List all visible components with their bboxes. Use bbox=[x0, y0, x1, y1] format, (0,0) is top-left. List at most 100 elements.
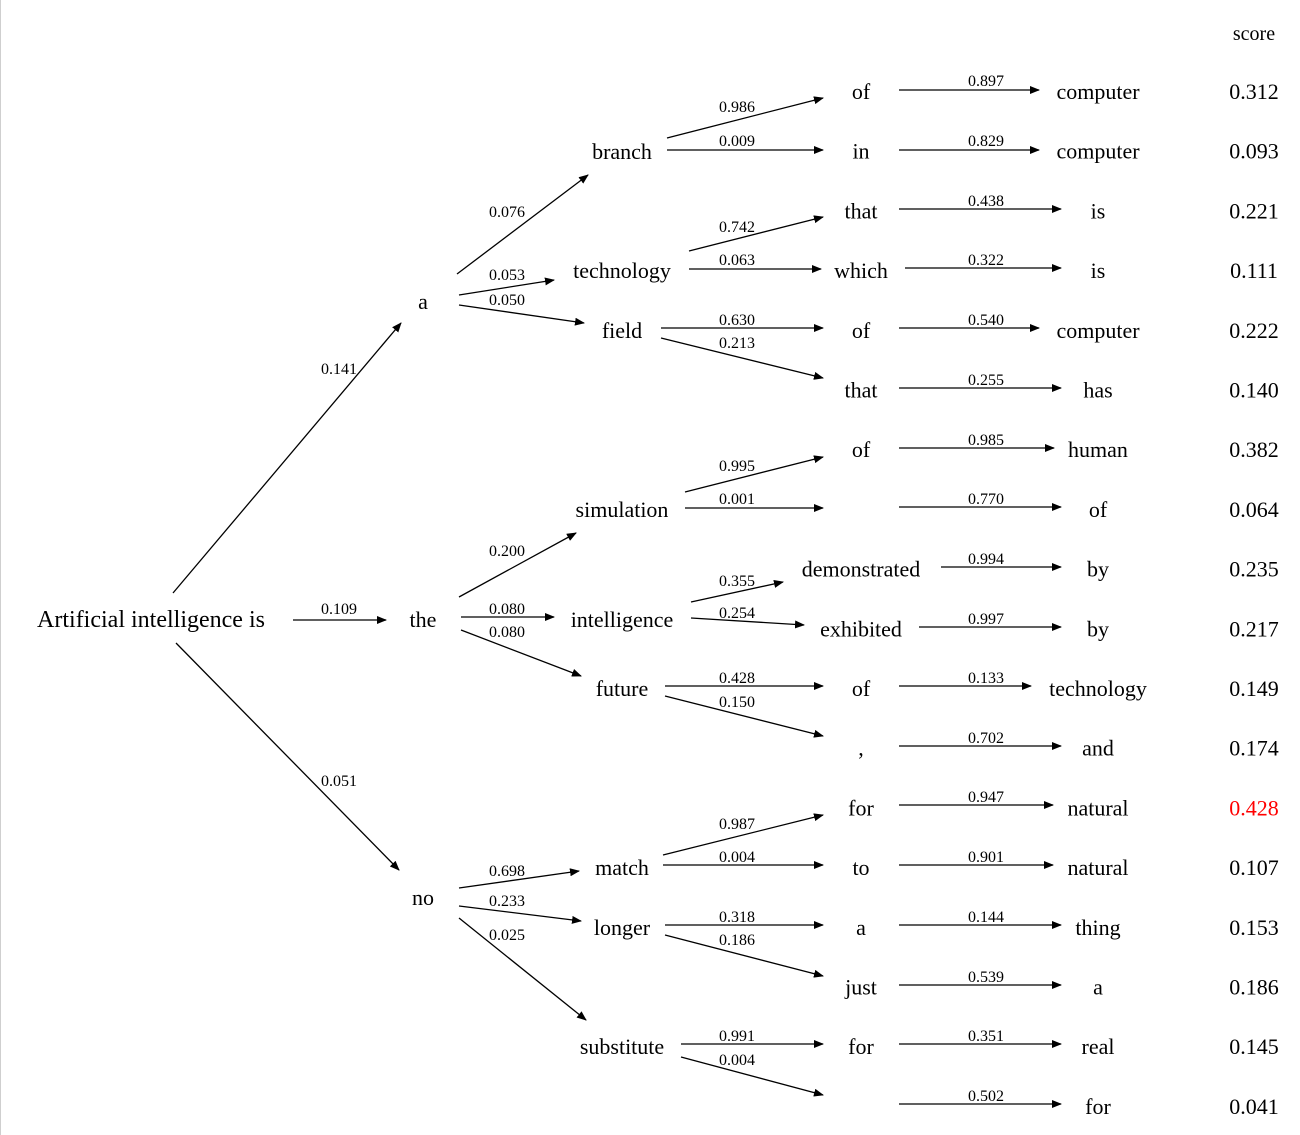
level4-edge-prob-label: 0.994 bbox=[968, 551, 1004, 568]
level3-edge-arrow bbox=[664, 695, 824, 738]
level3-edge-arrow bbox=[690, 617, 805, 629]
level2-node: intelligence bbox=[571, 607, 674, 632]
score-column-header: score bbox=[1233, 23, 1275, 45]
level3-node: of bbox=[852, 318, 871, 343]
level2-edge-arrow bbox=[458, 532, 577, 598]
sequence-score: 0.235 bbox=[1229, 557, 1279, 582]
level3-edge-prob-label: 0.630 bbox=[719, 312, 755, 329]
level1-node: no bbox=[412, 885, 434, 910]
level2-edge-arrow bbox=[458, 905, 582, 924]
level4-edge-prob-label: 0.322 bbox=[968, 252, 1004, 269]
level4-node: technology bbox=[1049, 676, 1147, 701]
level1-node: the bbox=[410, 607, 437, 632]
level4-node: natural bbox=[1067, 795, 1128, 820]
level3-edge-arrow bbox=[660, 337, 824, 380]
level3-node: which bbox=[834, 258, 888, 283]
level3-node: to bbox=[852, 855, 869, 880]
level2-node: simulation bbox=[576, 497, 669, 522]
level3-edge-arrow bbox=[690, 580, 784, 603]
level4-node: is bbox=[1091, 258, 1106, 283]
sequence-score: 0.041 bbox=[1229, 1094, 1279, 1119]
level4-edge-prob-label: 0.540 bbox=[968, 312, 1004, 329]
sequence-score: 0.217 bbox=[1229, 616, 1279, 641]
level2-edge-arrow bbox=[456, 174, 589, 275]
level3-edge-arrow bbox=[662, 813, 824, 856]
level4-edge-prob-label: 0.702 bbox=[968, 730, 1004, 747]
sequence-score: 0.174 bbox=[1229, 736, 1279, 761]
level4-node: has bbox=[1083, 378, 1112, 403]
sequence-score: 0.064 bbox=[1229, 497, 1279, 522]
level2-node: future bbox=[596, 676, 649, 701]
level4-node: and bbox=[1082, 736, 1114, 761]
level3-edge-prob-label: 0.004 bbox=[719, 1052, 755, 1069]
level1-edge-arrow bbox=[175, 642, 400, 871]
level2-edge-arrow bbox=[458, 304, 585, 326]
level4-node: thing bbox=[1075, 915, 1120, 940]
level3-edge-prob-label: 0.254 bbox=[719, 605, 755, 622]
level4-node: computer bbox=[1056, 318, 1140, 343]
level4-edge-prob-label: 0.947 bbox=[968, 789, 1004, 806]
level3-node: of bbox=[852, 437, 871, 462]
level3-edge-prob-label: 0.063 bbox=[719, 252, 755, 269]
level2-edge-prob-label: 0.025 bbox=[489, 927, 525, 944]
sequence-score: 0.382 bbox=[1229, 437, 1279, 462]
sequence-score: 0.222 bbox=[1229, 318, 1279, 343]
level1-edge-prob-label: 0.109 bbox=[321, 601, 357, 618]
level3-node: demonstrated bbox=[802, 557, 921, 582]
level2-edge-arrow bbox=[460, 629, 582, 677]
sequence-score: 0.107 bbox=[1229, 855, 1279, 880]
level3-edge-prob-label: 0.987 bbox=[719, 816, 755, 833]
level3-node: of bbox=[852, 79, 871, 104]
level2-edge-prob-label: 0.076 bbox=[489, 204, 525, 221]
level2-edge-arrow bbox=[458, 277, 555, 296]
level3-edge-prob-label: 0.428 bbox=[719, 670, 755, 687]
level2-edge-prob-label: 0.698 bbox=[489, 863, 525, 880]
level2-edge-arrow bbox=[458, 917, 587, 1021]
level2-edge-prob-label: 0.233 bbox=[489, 893, 525, 910]
sequence-score: 0.312 bbox=[1229, 79, 1279, 104]
level1-edge-prob-label: 0.141 bbox=[321, 361, 357, 378]
level4-edge-prob-label: 0.985 bbox=[968, 432, 1004, 449]
sequence-score-highlighted: 0.428 bbox=[1229, 795, 1279, 820]
level4-node: a bbox=[1093, 975, 1103, 1000]
level3-node: a bbox=[856, 915, 866, 940]
level4-node: computer bbox=[1056, 79, 1140, 104]
level3-edge-prob-label: 0.742 bbox=[719, 219, 755, 236]
sequence-score: 0.093 bbox=[1229, 139, 1279, 164]
level4-node: computer bbox=[1056, 139, 1140, 164]
level3-edge-prob-label: 0.986 bbox=[719, 99, 755, 116]
level2-node: branch bbox=[592, 139, 652, 164]
level4-edge-prob-label: 0.255 bbox=[968, 372, 1004, 389]
level3-node: exhibited bbox=[820, 616, 902, 641]
level1-edge-prob-label: 0.051 bbox=[321, 773, 357, 790]
level3-node: for bbox=[848, 1034, 874, 1059]
level3-node: , bbox=[858, 736, 864, 761]
level4-node: for bbox=[1085, 1094, 1111, 1119]
level4-edge-prob-label: 0.539 bbox=[968, 969, 1004, 986]
level4-edge-prob-label: 0.770 bbox=[968, 491, 1004, 508]
level2-node: technology bbox=[573, 258, 671, 283]
level4-node: natural bbox=[1067, 855, 1128, 880]
level3-edge-prob-label: 0.991 bbox=[719, 1028, 755, 1045]
level4-node: real bbox=[1082, 1034, 1115, 1059]
level1-node: a bbox=[418, 289, 428, 314]
sequence-score: 0.149 bbox=[1229, 676, 1279, 701]
level4-edge-prob-label: 0.144 bbox=[968, 909, 1004, 926]
level2-node: longer bbox=[594, 915, 651, 940]
level2-edge-prob-label: 0.080 bbox=[489, 601, 525, 618]
level4-node: is bbox=[1091, 198, 1106, 223]
root-prompt-node: Artificial intelligence is bbox=[37, 607, 265, 633]
level4-edge-prob-label: 0.438 bbox=[968, 193, 1004, 210]
level3-node: just bbox=[844, 975, 877, 1000]
level3-edge-arrow bbox=[680, 1056, 824, 1097]
level4-edge-prob-label: 0.901 bbox=[968, 849, 1004, 866]
sequence-score: 0.153 bbox=[1229, 915, 1279, 940]
level4-edge-prob-label: 0.897 bbox=[968, 73, 1004, 90]
level4-node: by bbox=[1087, 616, 1109, 641]
level4-edge-prob-label: 0.829 bbox=[968, 133, 1004, 150]
level3-node: for bbox=[848, 795, 874, 820]
level3-edge-prob-label: 0.318 bbox=[719, 909, 755, 926]
level2-edge-prob-label: 0.200 bbox=[489, 543, 525, 560]
